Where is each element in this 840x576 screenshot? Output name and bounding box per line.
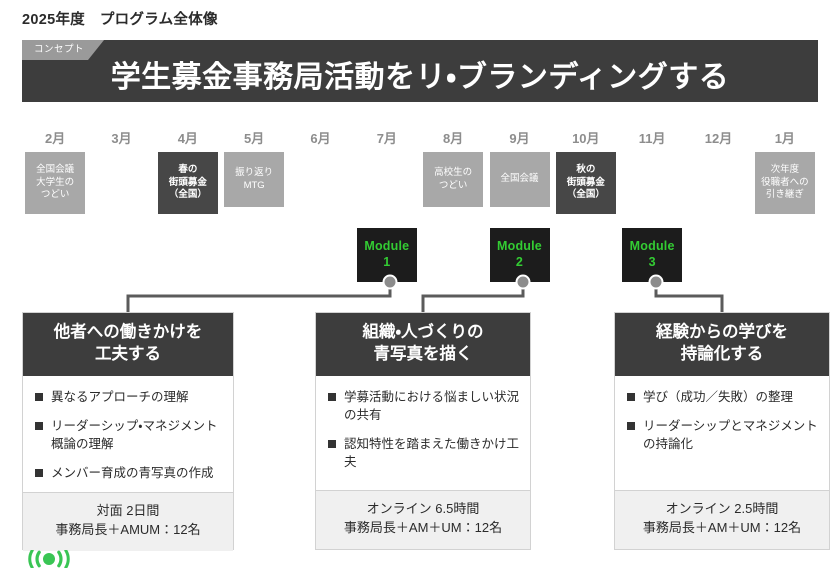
card-title-line: 他者への働きかけを xyxy=(53,323,203,341)
card-bullet-text: リーダーシップとマネジメントの持論化 xyxy=(643,418,818,451)
month-axis: 2月 3月 4月 5月 6月 7月 8月 9月 10月 11月 12月 1月 xyxy=(22,128,818,148)
month-label-9月: 9月 xyxy=(509,131,530,146)
month-label-7月: 7月 xyxy=(376,131,397,146)
event-chip-line: 全国会議 xyxy=(500,173,539,185)
bullet-square-icon xyxy=(328,439,336,448)
card-bullet: リーダーシップとマネジメントの持論化 xyxy=(626,417,818,453)
card-bullet: 学募活動における悩ましい状況の共有 xyxy=(327,388,519,424)
card-bullet: 学び（成功／失敗）の整理 xyxy=(626,388,818,406)
card-bullet-text: 学び（成功／失敗）の整理 xyxy=(643,389,794,404)
event-chip-5: 全国会議 xyxy=(489,152,550,207)
bullet-square-icon xyxy=(627,421,635,430)
card-2-footer: オンライン 6.5時間事務局長＋AM＋UM：12名 xyxy=(316,490,530,549)
module-chip-number: 2 xyxy=(515,255,524,269)
event-chip-line: 春の xyxy=(178,163,198,175)
month-label-11月: 11月 xyxy=(638,131,666,146)
program-card-2: 組織・人づくりの青写真を描く 学募活動における悩ましい状況の共有認知特性を踏まえ… xyxy=(315,312,531,550)
event-chip-line: 街頭募金 xyxy=(168,176,207,188)
event-chip-line: 秋の xyxy=(576,163,596,175)
card-bullet-text: 学募活動における悩ましい状況の共有 xyxy=(344,389,520,422)
card-bullet: 認知特性を踏まえた働きかけ工夫 xyxy=(327,435,519,471)
month-label-5月: 5月 xyxy=(244,131,265,146)
concept-banner: 学生募金事務局活動をリ・ブランディングする コンセプト xyxy=(22,40,818,102)
card-title-line: 経験からの学びを xyxy=(656,323,788,341)
month-label-1月: 1月 xyxy=(774,131,795,146)
card-title-line: 持論化する xyxy=(680,344,764,363)
event-chip-line: （全国） xyxy=(168,189,207,201)
event-chip-1: 全国会議大学生のつどい xyxy=(25,152,86,214)
bullet-square-icon xyxy=(328,392,336,401)
module-chip-number: 3 xyxy=(648,255,656,269)
card-footer-line: オンライン 2.5時間 xyxy=(665,501,779,517)
card-1-footer: 対面 2日間事務局長＋AMUM：12名 xyxy=(23,492,233,551)
event-chip-line: 街頭募金 xyxy=(566,176,605,188)
card-bullet-text: 異なるアプローチの理解 xyxy=(51,389,189,404)
card-1-header: 他者への働きかけを工夫する xyxy=(23,313,233,376)
month-label-4月: 4月 xyxy=(177,131,198,146)
card-footer-line: 事務局長＋AMUM：12名 xyxy=(55,521,201,537)
card-2-header: 組織・人づくりの青写真を描く xyxy=(316,313,530,376)
month-label-12月: 12月 xyxy=(704,131,733,146)
event-chip-line: つどい xyxy=(438,179,468,191)
month-label-2月: 2月 xyxy=(45,131,66,146)
month-label-3月: 3月 xyxy=(111,131,132,146)
card-bullet: 異なるアプローチの理解 xyxy=(34,388,222,406)
event-chip-line: 役職者への xyxy=(761,176,809,188)
card-bullet-text: メンバー育成の青写真の作成 xyxy=(51,465,214,480)
bullet-square-icon xyxy=(35,392,43,401)
month-label-8月: 8月 xyxy=(443,131,464,146)
module-chip-name: Module xyxy=(497,239,542,254)
event-chip-7: 次年度役職者への引き継ぎ xyxy=(754,152,815,214)
bullet-square-icon xyxy=(35,468,43,477)
event-chip-2: 春の街頭募金（全国） xyxy=(157,152,218,214)
module-chip-number: 1 xyxy=(383,255,391,269)
event-chip-line: MTG xyxy=(243,179,265,191)
bullet-square-icon xyxy=(627,392,635,401)
card-bullet-text: 認知特性を踏まえた働きかけ工夫 xyxy=(344,436,520,469)
event-chip-line: つどい xyxy=(40,189,70,201)
broadcast-icon xyxy=(28,550,70,568)
event-chip-line: 全国会議 xyxy=(36,163,75,175)
card-footer-line: 事務局長＋AM＋UM：12名 xyxy=(343,520,503,536)
card-1-body: 異なるアプローチの理解リーダーシップ・マネジメント概論の理解メンバー育成の青写真… xyxy=(23,376,233,493)
month-label-10月: 10月 xyxy=(572,131,600,146)
event-chip-line: 高校生の xyxy=(434,166,473,178)
event-chip-line: 振り返り xyxy=(235,166,274,178)
event-chip-line: 次年度 xyxy=(770,163,800,175)
card-3-footer: オンライン 2.5時間事務局長＋AM＋UM：12名 xyxy=(615,490,829,549)
card-3-body: 学び（成功／失敗）の整理リーダーシップとマネジメントの持論化 xyxy=(615,376,829,491)
event-chip-6: 秋の街頭募金（全国） xyxy=(555,152,616,214)
card-bullet: メンバー育成の青写真の作成 xyxy=(34,464,222,482)
card-footer-line: オンライン 6.5時間 xyxy=(366,501,480,517)
card-3-header: 経験からの学びを持論化する xyxy=(615,313,829,376)
event-chip-line: 引き継ぎ xyxy=(765,189,804,201)
card-footer-line: 事務局長＋AM＋UM：12名 xyxy=(642,520,802,536)
card-title-line: 工夫する xyxy=(95,344,161,363)
card-2-body: 学募活動における悩ましい状況の共有認知特性を踏まえた働きかけ工夫 xyxy=(316,376,530,491)
module-chip-name: Module xyxy=(629,239,675,254)
event-chip-line: （全国） xyxy=(566,189,605,201)
concept-title: 学生募金事務局活動をリ・ブランディングする xyxy=(110,61,730,94)
card-title-line: 組織・人づくりの xyxy=(362,323,484,341)
card-bullet: リーダーシップ・マネジメント概論の理解 xyxy=(34,417,222,453)
event-chip-4: 高校生のつどい xyxy=(423,152,484,207)
concept-tag: コンセプト xyxy=(22,40,104,60)
card-title-line: 青写真を描く xyxy=(373,344,473,363)
card-footer-line: 対面 2日間 xyxy=(96,503,160,519)
module-chip-name: Module xyxy=(364,239,410,254)
program-card-3: 経験からの学びを持論化する 学び（成功／失敗）の整理リーダーシップとマネジメント… xyxy=(614,312,830,550)
month-label-6月: 6月 xyxy=(310,131,331,146)
bullet-square-icon xyxy=(35,421,43,430)
event-chip-line: 大学生の xyxy=(36,176,75,188)
program-card-1: 他者への働きかけを工夫する 異なるアプローチの理解リーダーシップ・マネジメント概… xyxy=(22,312,234,551)
page-title: 2025年度 プログラム全体像 xyxy=(22,12,218,28)
card-bullet-text: リーダーシップ・マネジメント概論の理解 xyxy=(51,418,218,451)
